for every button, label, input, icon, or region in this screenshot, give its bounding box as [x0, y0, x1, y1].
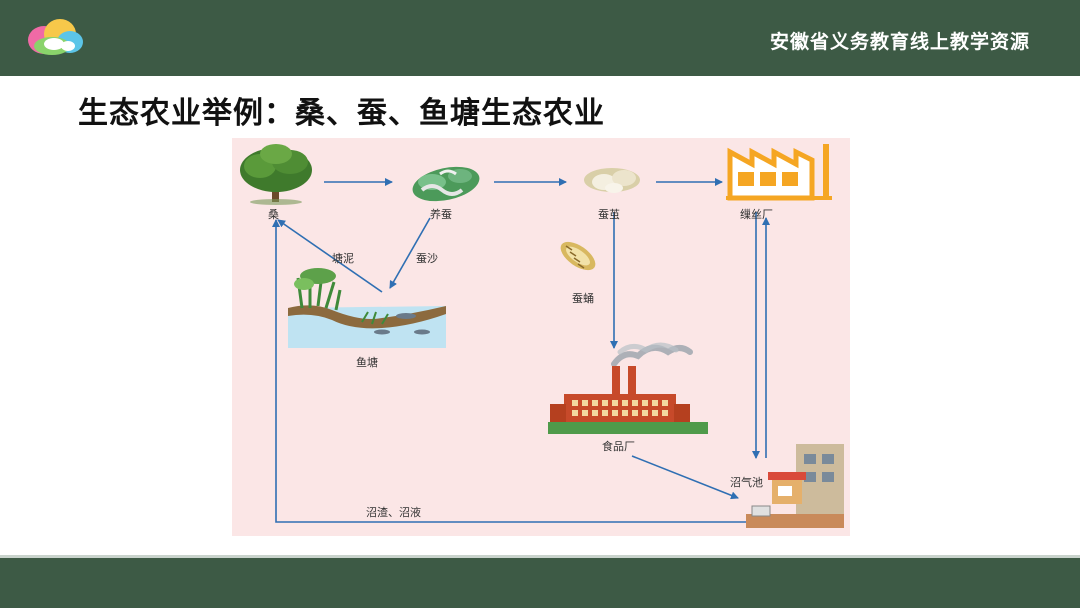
- footer-bar: [0, 558, 1080, 608]
- cloud-rainbow-logo-icon: [28, 19, 83, 55]
- arrow-silkworm-pond: [389, 217, 431, 289]
- edge-silkworm-feces-label: 蚕沙: [416, 252, 438, 265]
- edge-biogas-residue-label: 沼渣、沼液: [366, 506, 421, 519]
- silk-factory-icon: [726, 144, 832, 201]
- arrow-biogas-mulberry: [272, 219, 746, 523]
- silkworm-leaves-icon: [412, 166, 480, 202]
- footer-divider: [0, 555, 1080, 558]
- node-cocoon-label: 蚕茧: [598, 208, 620, 221]
- food-factory-icon: [548, 342, 708, 434]
- cocoon-icon: [584, 168, 640, 193]
- mulberry-tree-icon: [240, 144, 312, 205]
- node-silkworm-label: 养蚕: [430, 208, 452, 221]
- arrow-food-factory-biogas: [631, 455, 739, 500]
- header-bar: 安徽省义务教育线上教学资源: [0, 0, 1080, 76]
- brand-title: 安徽省义务教育线上教学资源: [769, 31, 1030, 53]
- node-biogas-label: 沼气池: [730, 476, 763, 489]
- eco-agriculture-diagram: 桑 养蚕 蚕茧 缫丝厂 蚕蛹 鱼塘 食品厂 沼气池 塘泥 蚕沙 沼渣、沼液: [232, 138, 850, 536]
- arrow-pond-mulberry: [277, 219, 383, 293]
- edge-pond-mud-label: 塘泥: [332, 252, 354, 265]
- fish-pond-icon: [288, 268, 446, 348]
- page-title: 生态农业举例：桑、蚕、鱼塘生态农业: [78, 96, 605, 131]
- diagram-graphics: [240, 144, 844, 528]
- pupa-icon: [560, 241, 596, 271]
- node-silk-factory-label: 缫丝厂: [740, 208, 773, 221]
- node-pupa-label: 蚕蛹: [572, 292, 594, 305]
- node-fish-pond-label: 鱼塘: [356, 356, 378, 369]
- biogas-digester-icon: [746, 444, 844, 528]
- node-mulberry-label: 桑: [268, 208, 279, 221]
- node-food-factory-label: 食品厂: [602, 440, 635, 453]
